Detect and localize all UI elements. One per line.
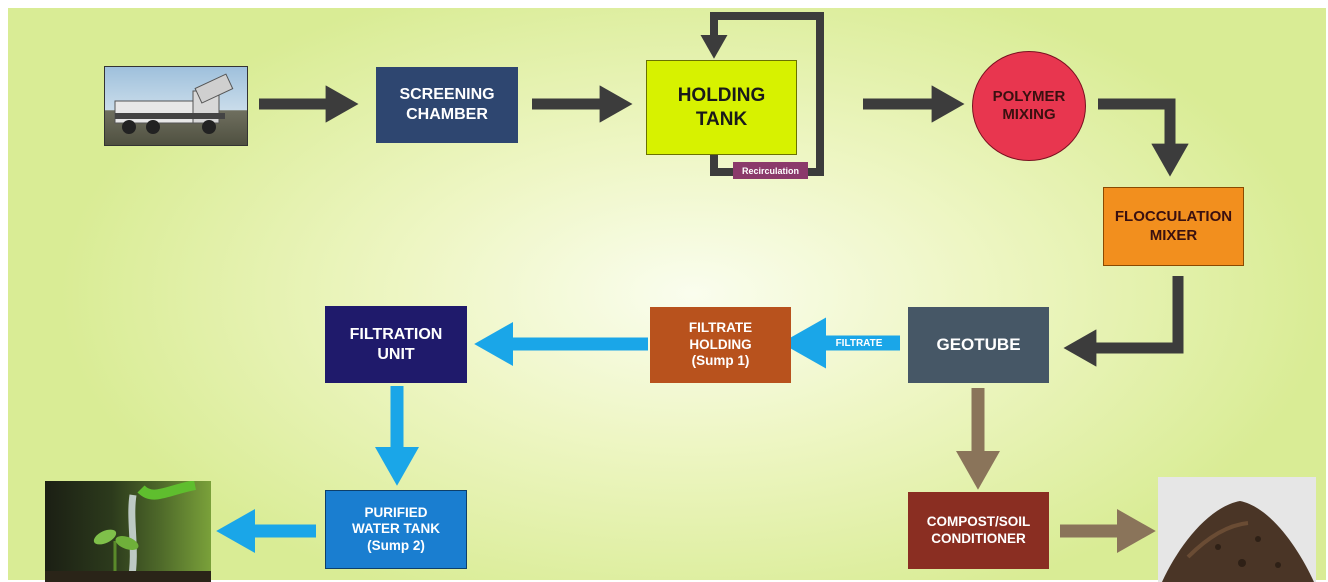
purified-water-tank-label: PURIFIED WATER TANK (Sump 2) bbox=[352, 504, 440, 553]
arrow-flocculation-to-geotube bbox=[1063, 276, 1184, 367]
truck-photo bbox=[104, 66, 248, 146]
holding-tank-box: HOLDING TANK bbox=[646, 60, 797, 155]
screening-chamber-box: SCREENING CHAMBER bbox=[376, 67, 518, 143]
seedling-icon bbox=[45, 481, 211, 582]
plant-photo bbox=[45, 481, 211, 582]
filtrate-arrow-label: FILTRATE bbox=[835, 337, 883, 349]
screening-chamber-label: SCREENING CHAMBER bbox=[399, 86, 495, 123]
purified-water-tank-box: PURIFIED WATER TANK (Sump 2) bbox=[325, 490, 467, 569]
truck-icon bbox=[114, 73, 234, 134]
compost-soil-conditioner-label: COMPOST/SOIL CONDITIONER bbox=[926, 514, 1031, 546]
filtration-unit-box: FILTRATION UNIT bbox=[325, 306, 467, 383]
filtrate-holding-box: FILTRATE HOLDING (Sump 1) bbox=[650, 307, 791, 383]
recirculation-tag: Recirculation bbox=[733, 162, 808, 179]
geotube-box: GEOTUBE bbox=[908, 307, 1049, 383]
soil-pile-icon bbox=[1162, 501, 1314, 582]
holding-tank-label: HOLDING TANK bbox=[677, 85, 766, 130]
filtrate-holding-label: FILTRATE HOLDING (Sump 1) bbox=[688, 320, 753, 369]
geotube-label: GEOTUBE bbox=[936, 334, 1021, 354]
flocculation-mixer-label: FLOCCULATION MIXER bbox=[1114, 208, 1233, 244]
soil-photo bbox=[1158, 477, 1316, 582]
flocculation-mixer-box: FLOCCULATION MIXER bbox=[1103, 187, 1244, 266]
arrow-polymer-to-flocculation bbox=[1098, 98, 1189, 177]
filtration-unit-label: FILTRATION UNIT bbox=[349, 325, 443, 363]
compost-soil-conditioner-box: COMPOST/SOIL CONDITIONER bbox=[908, 492, 1049, 569]
polymer-mixing-label: POLYMER MIXING bbox=[992, 87, 1066, 123]
recirculation-loop bbox=[700, 12, 824, 176]
polymer-mixing-circle: POLYMER MIXING bbox=[972, 51, 1086, 161]
